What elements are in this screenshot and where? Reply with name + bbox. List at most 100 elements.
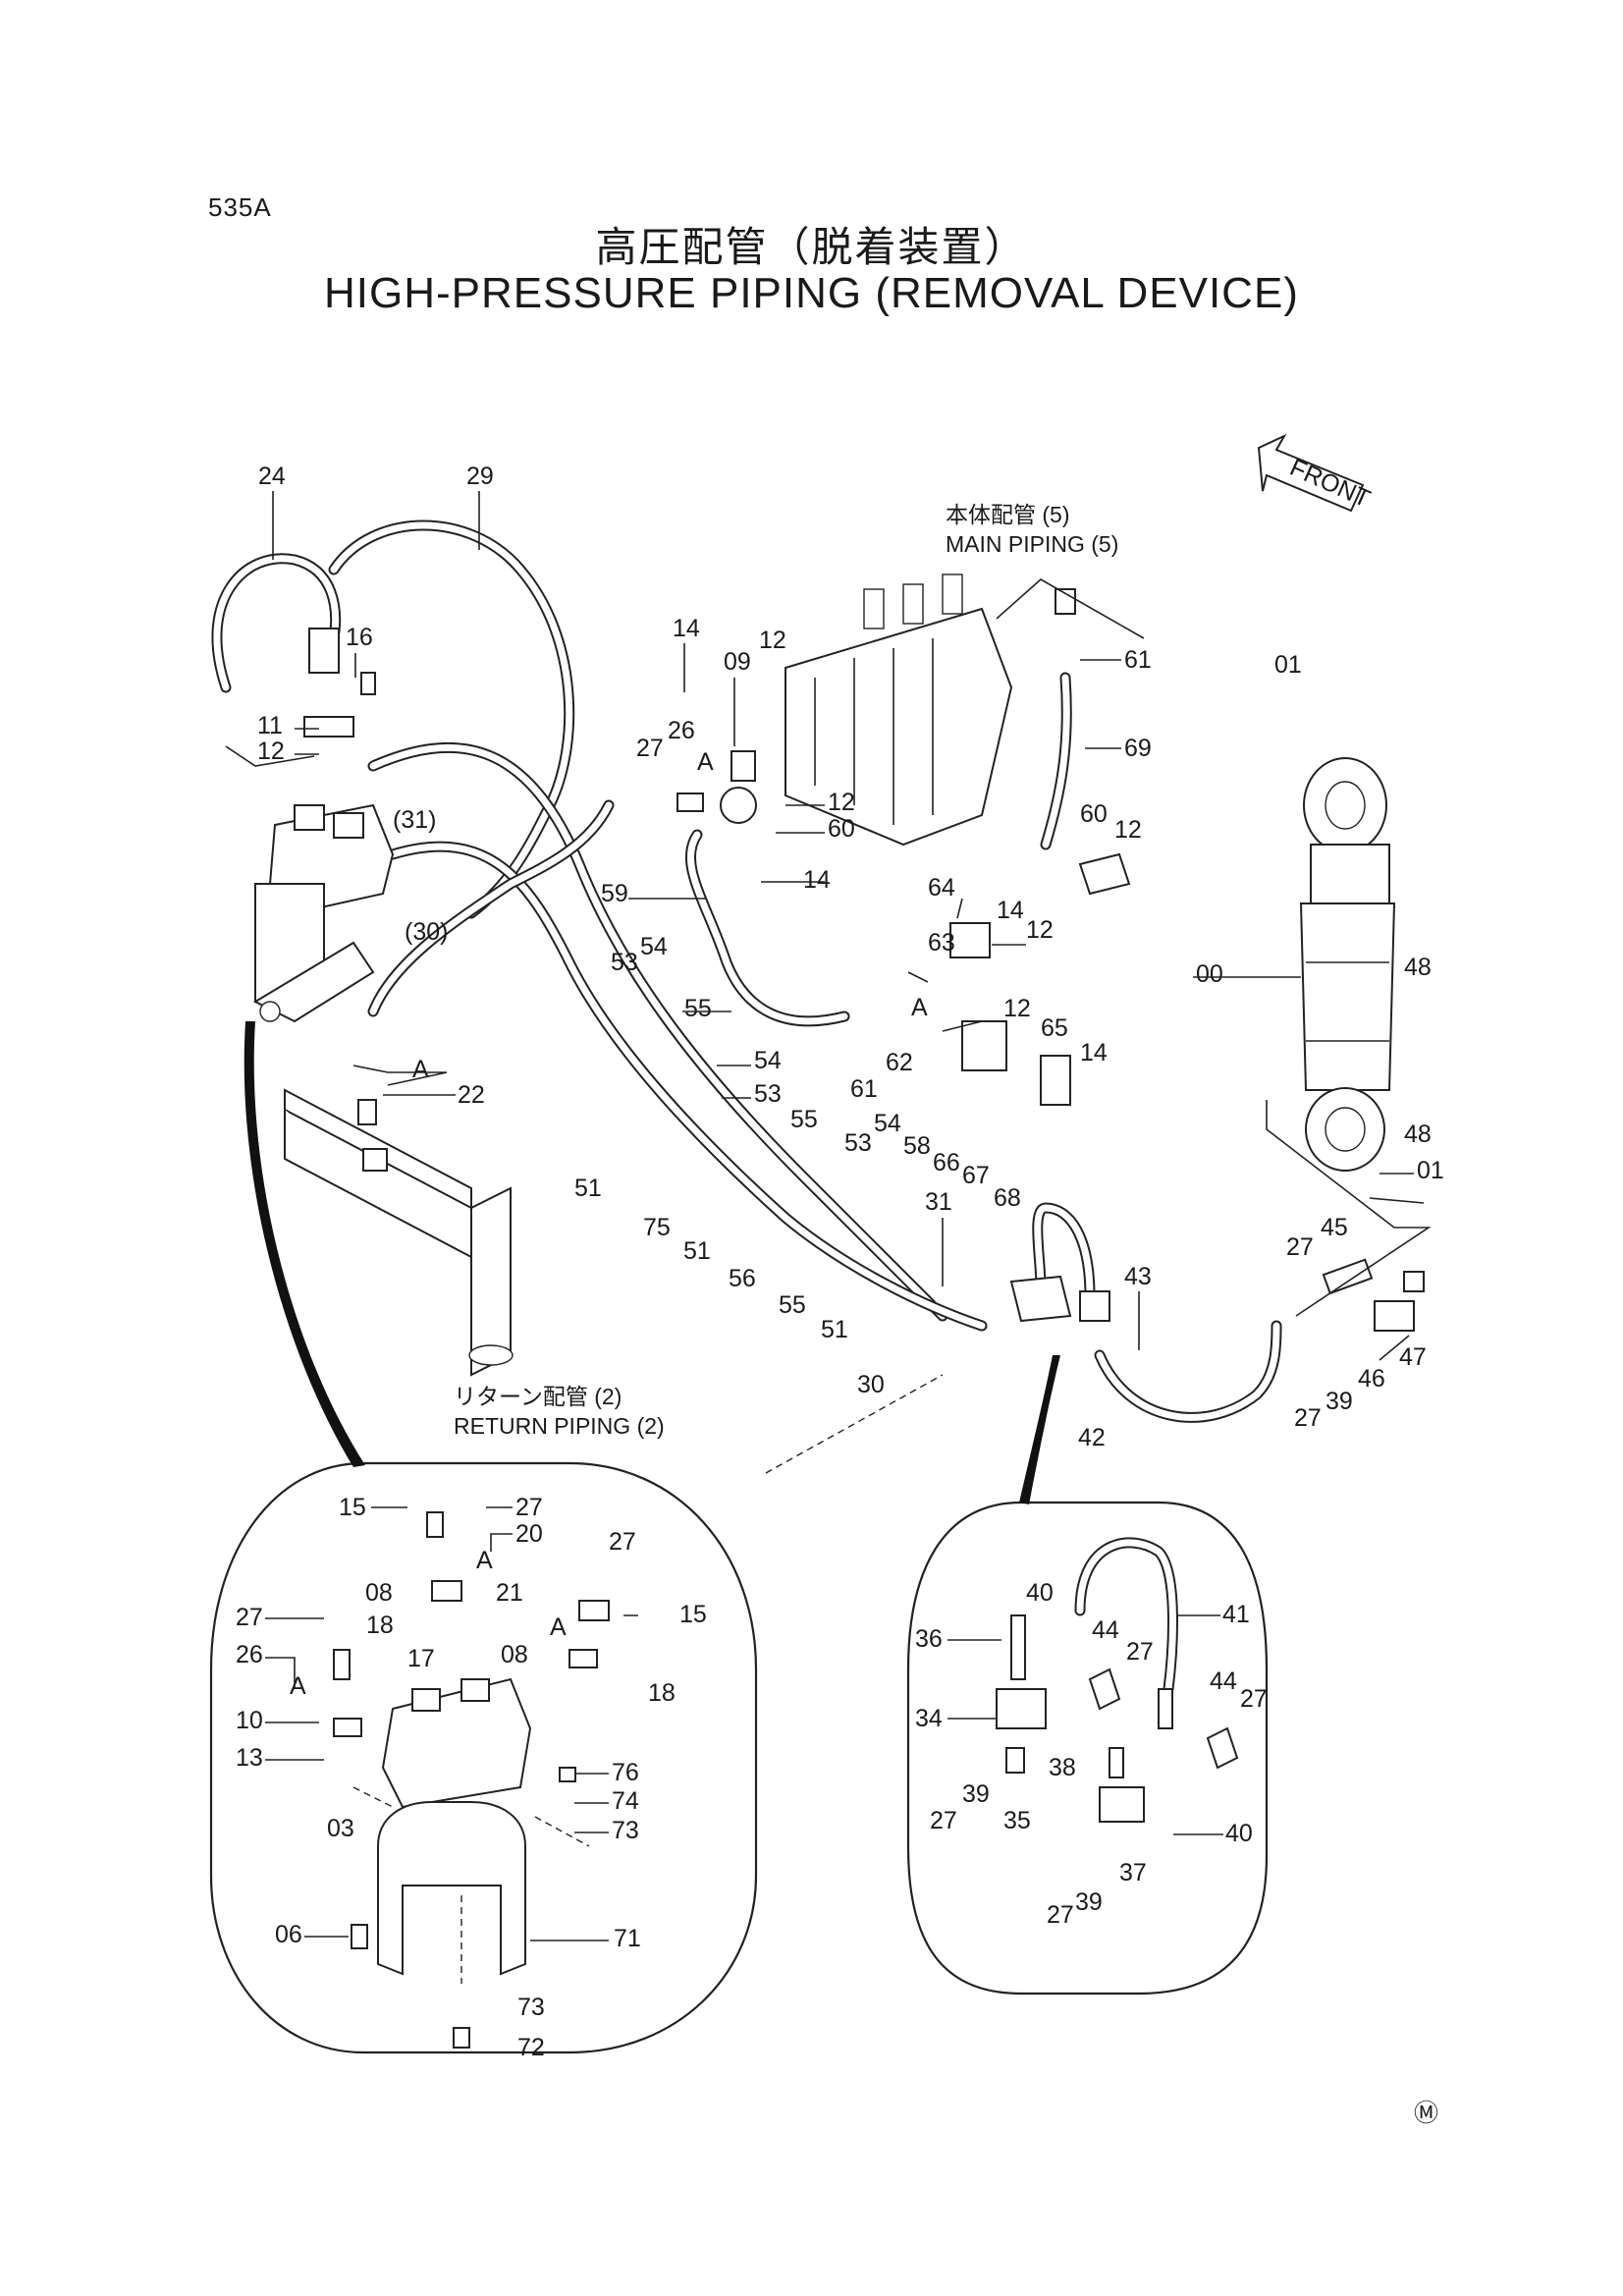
removal-cylinder: [1299, 757, 1396, 1172]
reference-lines: [225, 578, 1432, 1474]
hose-69: [1040, 672, 1072, 850]
callout-35: 35: [1003, 1807, 1031, 1834]
return-piping-note-jp: リターン配管 (2): [454, 1384, 622, 1409]
callout-30: 30: [857, 1371, 885, 1398]
callout-27: 27: [1294, 1404, 1322, 1432]
callout-12: 12: [1026, 916, 1054, 944]
callout-41: 41: [1222, 1601, 1250, 1628]
callout-63: 63: [928, 929, 955, 957]
callout-47: 47: [1399, 1343, 1427, 1371]
callout-11: 11: [257, 712, 283, 739]
callout-55: 55: [790, 1106, 818, 1133]
callout-27: 27: [236, 1604, 263, 1631]
callout-51: 51: [821, 1316, 848, 1343]
callout-00: 00: [1196, 960, 1223, 988]
front-label: FRONT: [1286, 454, 1375, 514]
main-piping-note-en: MAIN PIPING (5): [946, 531, 1118, 557]
hose-43: [1094, 1320, 1282, 1423]
callout-66: 66: [933, 1149, 960, 1176]
title-english: HIGH-PRESSURE PIPING (REMOVAL DEVICE): [324, 269, 1299, 317]
callout-06: 06: [275, 1921, 302, 1948]
callout-14: 14: [673, 615, 700, 642]
callout-64: 64: [928, 874, 955, 902]
fittings: [303, 588, 1425, 1332]
callout-46: 46: [1358, 1365, 1385, 1393]
front-arrow-icon: FRONT: [1257, 433, 1375, 514]
callout-51: 51: [683, 1237, 711, 1265]
callout-44: 44: [1210, 1667, 1237, 1695]
callout-27: 27: [1286, 1233, 1314, 1261]
manufacturer-mark: Ⓜ: [1414, 2100, 1438, 2127]
callout-09: 09: [724, 648, 751, 676]
main-piping-note-jp: 本体配管 (5): [946, 502, 1070, 527]
callout-27: 27: [636, 735, 664, 762]
hose-24: [211, 553, 342, 693]
callout-20: 20: [515, 1520, 543, 1548]
callout-27: 27: [1126, 1638, 1154, 1666]
callout-71: 71: [614, 1925, 641, 1952]
callout-26: 26: [668, 717, 695, 744]
callout-60: 60: [828, 815, 855, 843]
callout-56: 56: [729, 1265, 756, 1292]
callout-15: 15: [339, 1494, 366, 1521]
callout-54: 54: [754, 1047, 782, 1074]
detail-view-block: [906, 1355, 1269, 1995]
callout-74: 74: [612, 1787, 639, 1815]
callout-42: 42: [1078, 1424, 1106, 1451]
callout-36: 36: [915, 1625, 943, 1653]
callout-67: 67: [962, 1162, 990, 1189]
callout-55: 55: [684, 995, 712, 1022]
callout-14: 14: [997, 897, 1024, 924]
callout-61: 61: [1124, 646, 1152, 674]
callout-34: 34: [915, 1705, 943, 1732]
callout-22: 22: [458, 1081, 485, 1109]
control-valve: [784, 574, 1013, 847]
callout-18: 18: [648, 1679, 676, 1707]
callout-31-ref: (31): [393, 806, 436, 834]
ref-mark-a-4: A: [476, 1547, 493, 1574]
callout-12: 12: [1003, 995, 1031, 1022]
callout-17: 17: [407, 1645, 435, 1672]
callout-12: 12: [759, 627, 786, 654]
callout-62: 62: [886, 1049, 913, 1076]
hose-31: [1032, 1202, 1096, 1302]
ref-mark-a-5: A: [550, 1613, 567, 1641]
callout-12: 12: [1114, 816, 1142, 844]
callout-16: 16: [346, 624, 373, 651]
callout-27: 27: [930, 1807, 957, 1834]
callout-53: 53: [844, 1129, 872, 1157]
hose-29: [328, 519, 575, 919]
callout-39: 39: [1075, 1888, 1103, 1916]
callout-27: 27: [1047, 1901, 1074, 1929]
ref-mark-a-1: A: [412, 1056, 429, 1083]
callout-38: 38: [1049, 1754, 1076, 1781]
callout-54: 54: [640, 933, 668, 960]
callout-48: 48: [1404, 1121, 1432, 1148]
callout-24: 24: [258, 463, 286, 490]
callout-73: 73: [612, 1817, 639, 1844]
callout-73: 73: [517, 1994, 545, 2021]
callout-40: 40: [1026, 1579, 1054, 1607]
callout-01: 01: [1417, 1157, 1444, 1184]
callout-08: 08: [365, 1579, 393, 1607]
ref-mark-a-3: A: [911, 994, 928, 1021]
callout-48: 48: [1404, 954, 1432, 981]
callout-37: 37: [1119, 1859, 1147, 1886]
callout-10: 10: [236, 1707, 263, 1734]
callout-15: 15: [679, 1601, 707, 1628]
callout-31: 31: [925, 1188, 952, 1216]
callout-12: 12: [257, 738, 285, 765]
callout-44: 44: [1092, 1616, 1119, 1644]
piping-notes: 本体配管 (5) MAIN PIPING (5) リターン配管 (2) RETU…: [454, 502, 1118, 1439]
selector-valve-assembly: [252, 803, 395, 1023]
callout-08: 08: [501, 1641, 528, 1668]
title-japanese: 高圧配管（脱着装置）: [595, 223, 1028, 271]
callout-18: 18: [366, 1612, 394, 1639]
callout-45: 45: [1321, 1214, 1348, 1241]
hose-59-55: [684, 829, 850, 1027]
callout-29: 29: [466, 463, 494, 490]
callout-51: 51: [574, 1175, 602, 1202]
page-code: 535A: [208, 192, 272, 222]
